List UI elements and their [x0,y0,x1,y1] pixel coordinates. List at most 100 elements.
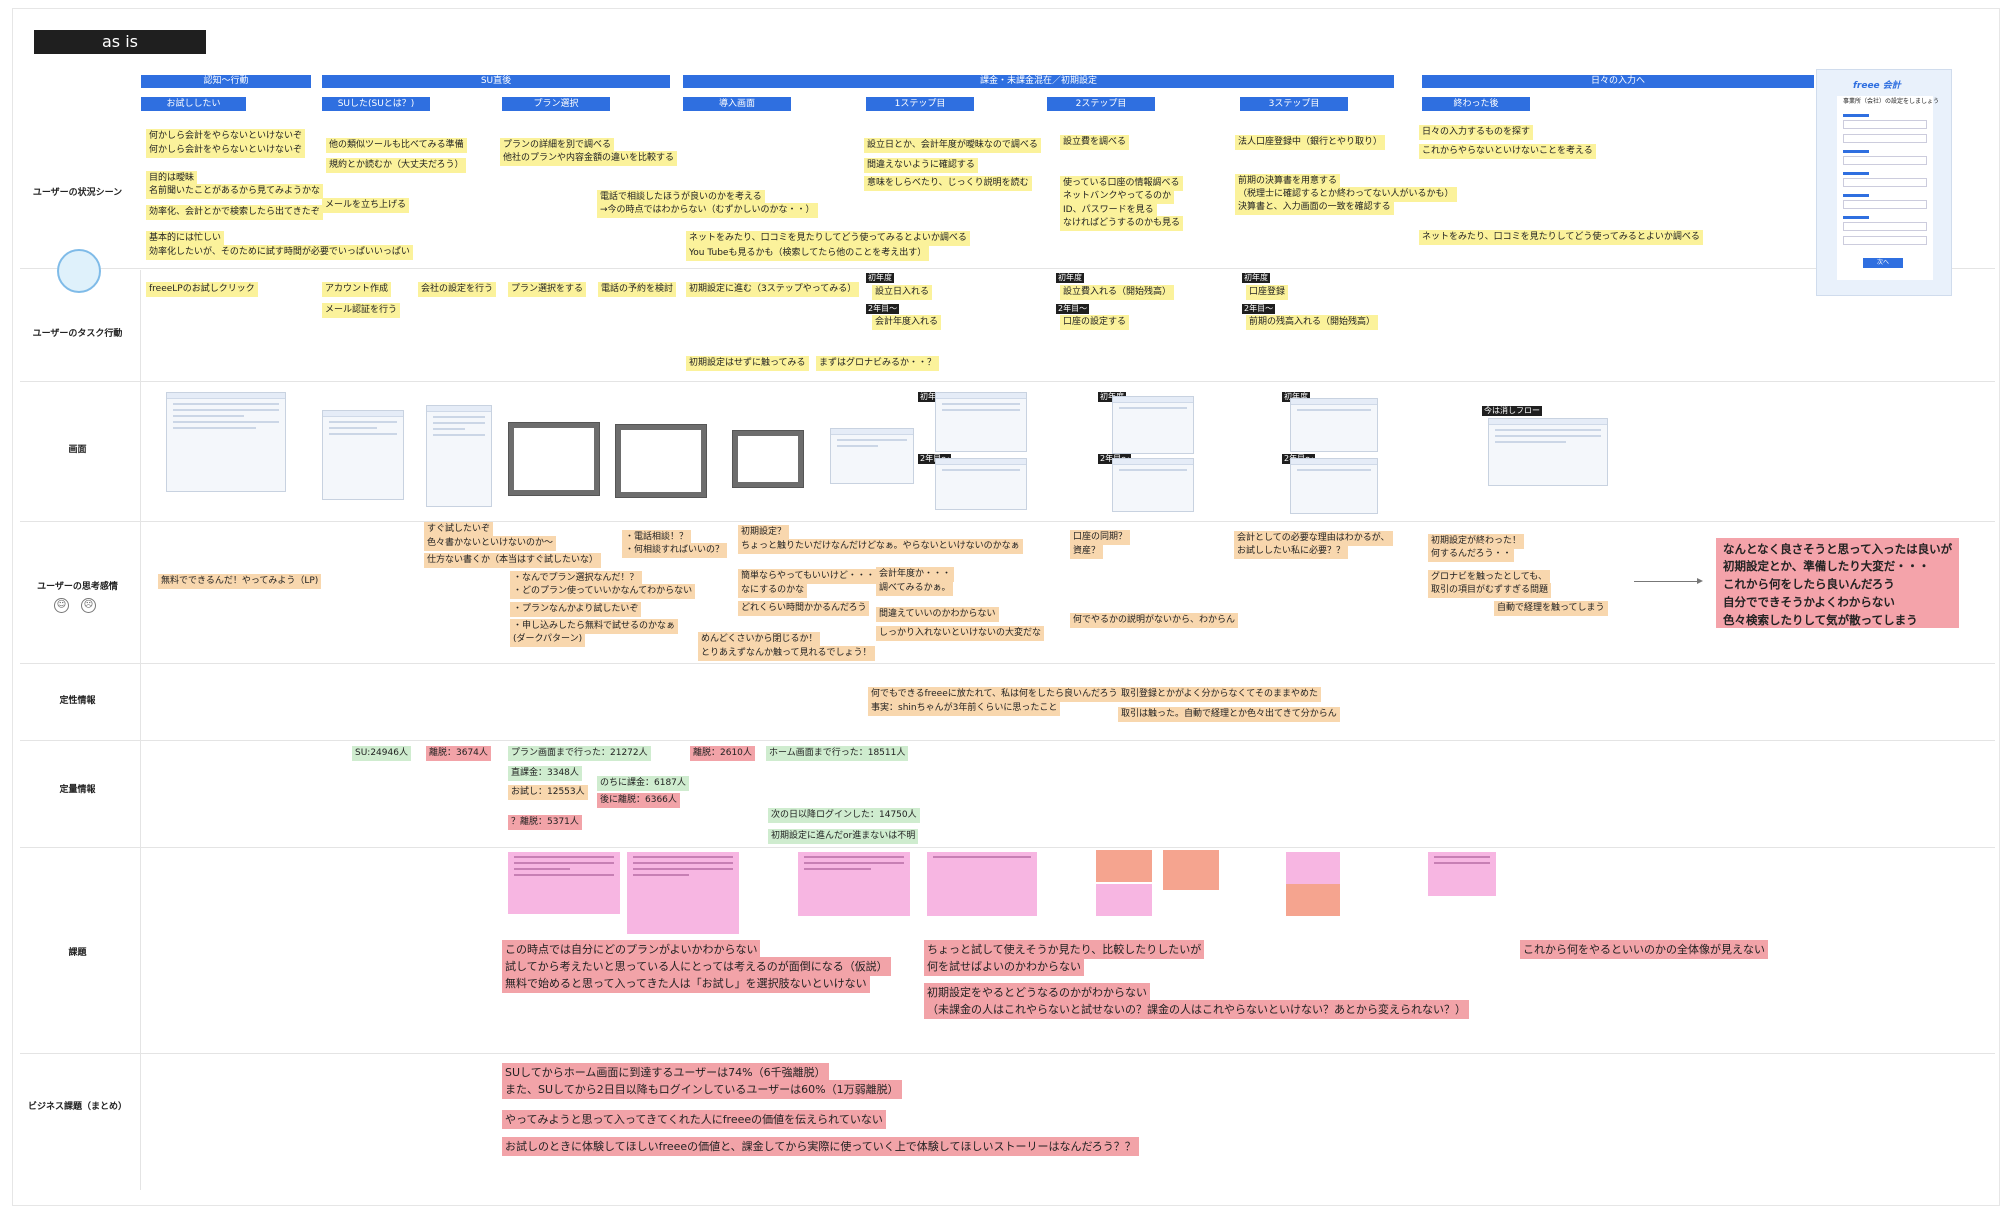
row-label-thinking: ユーザーの思考感情 [37,582,118,592]
row-label-situation: ユーザーの状況シーン [32,188,123,198]
sticky-note: メール認証を行う [322,303,401,318]
form-label [1843,114,1869,117]
issue-note: （未課金の人はこれやらないと試せないの？課金の人はこれやらないといけない？あとか… [924,1000,1469,1019]
sticky-note: ・申し込みしたら無料で試せるのかなぁ [510,619,679,634]
sticky-note: お試ししたい私に必要？？ [1234,544,1349,559]
issue-note: この時点では自分にどのプランがよいかわからない [502,940,761,959]
sticky-note: 前期の残高入れる（開始残高） [1246,315,1379,330]
year-badge: 初年度 [866,273,894,283]
issue-note: ちょっと試して使えそうか見たり、比較したりしたいが [924,940,1205,959]
sticky-note: 何するんだろう・・ [1428,547,1515,562]
sticky-note: プラン選択をする [508,282,587,297]
freee-logo: freee 会計 [1853,81,1901,91]
sticky-note: 効率化したいが、そのために試す時間が必要でいっぱいいっぱい [146,245,413,260]
row-divider [20,268,1995,269]
screenshot-step2b [1112,458,1194,512]
sticky-note: 初期設定が終わった！ [1428,534,1525,549]
sticky-note: 前期の決算書を用意する [1235,174,1341,189]
row-label-task: ユーザーのタスク行動 [32,329,123,339]
sticky-note: 基本的には忙しい [146,231,225,246]
form-field[interactable] [1843,178,1927,187]
sticky-note: 初期設定とか、準備したり大変だ・・・ [1723,559,1930,573]
row-label-issues: 課題 [68,948,87,958]
sticky-note: 設立日とか、会計年度が曖昧なので調べる [864,138,1041,153]
form-field[interactable] [1843,134,1927,143]
screenshot-lp [166,392,286,492]
metric-note: プラン画面まで行った：21272人 [508,746,651,761]
form-field[interactable] [1843,236,1927,245]
form-field[interactable] [1843,222,1927,231]
year-badge: 2年目〜 [1056,304,1090,314]
page-title: as is [34,30,206,54]
row-divider [20,663,1995,664]
sticky-note: ・電話相談！？ [622,530,692,545]
row-label-screen: 画面 [68,445,87,455]
sticky-note: 初期設定はせずに触ってみる [686,356,809,371]
sticky-note: 電話の予約を検討 [598,282,677,297]
metric-note: 後に離脱：6366人 [597,793,680,808]
sticky-note: とりあえずなんか触って見れるでしょう！ [698,646,875,661]
sticky-note: 口座の設定する [1060,315,1130,330]
sticky-note: 会計年度か・・・ [876,567,955,582]
form-field[interactable] [1843,200,1927,209]
sticky-note: 名前聞いたことがあるから見てみようかな [146,184,324,199]
metric-note: 初期設定に進んだor進まないは不明 [768,829,919,844]
sticky-note: 使っている口座の情報調べる [1060,176,1183,191]
business-issue-note: やってみようと思って入ってきてくれた人にfreeeの価値を伝えられていない [502,1110,886,1129]
sticky-note: 設立費入れる（開始残高） [1060,285,1175,300]
row-divider [20,740,1995,741]
issue-note: 試してから考えたいと思っている人にとっては考えるのが面倒になる（仮説） [502,957,891,976]
orange-sticky [1286,884,1340,916]
issue-note: 無料で始めると思って入ってきた人は「お試し」を選択肢ないといけない [502,974,870,993]
next-button[interactable]: 次へ [1863,258,1903,268]
form-field[interactable] [1843,120,1927,129]
sticky-note: プランの詳細を別で調べる [500,138,615,153]
sticky-note: これからやらないといけないことを考える [1419,144,1596,159]
form-label [1843,194,1869,197]
sticky-note: メールを立ち上げる [322,198,410,213]
sticky-note: アカウント作成 [322,282,392,297]
screenshot-signup [322,410,404,500]
sticky-note: 電話で相談したほうが良いのかを考える [597,190,765,205]
year-badge: 2年目〜 [918,454,952,464]
year-badge: 初年度 [1282,392,1310,402]
screenshot-step1 [935,392,1027,452]
business-issue-note: お試しのときに体験してほしいfreeeの価値と、課金してから実際に使っていく上で… [502,1137,1139,1156]
sticky-note: 初期設定に進む（3ステップやってみる） [686,282,860,297]
screenshot-step3b [1290,458,1378,514]
sticky-note: ・なんでプラン選択なんだ！？ [510,571,642,586]
sticky-note: ID、パスワードを見る [1060,203,1157,218]
sticky-note: 口座登録 [1246,285,1289,300]
sticky-note: 自動で経理を触ってしまう [1494,601,1608,616]
sad-face-icon: ☹ [81,598,96,613]
screenshot-home [1488,418,1608,486]
sticky-note: なにするのかな [738,583,808,598]
metric-note: 直課金：3348人 [508,766,582,781]
stage-header: 終わった後 [1422,97,1530,111]
sticky-note: これから何をしたら良いんだろう [1723,577,1895,591]
row-label-qualitative: 定性情報 [59,696,96,706]
stage-header: 導入画面 [683,97,791,111]
pink-sticky [508,852,620,914]
sticky-note: 間違えていいのかわからない [876,607,999,622]
smile-face-icon: ☺ [54,598,69,613]
form-label [1843,216,1869,219]
metric-note: ホーム画面まで行った：18511人 [766,746,909,761]
sticky-note: You Tubeも見るかも（検索してたら他のことを考え出す） [686,246,930,261]
year-badge: 初年度 [1056,273,1084,283]
user-avatar [57,249,101,293]
pink-sticky [1286,852,1340,884]
pink-sticky [627,852,739,934]
form-field[interactable] [1843,156,1927,165]
sticky-note: 会計年度入れる [872,315,942,330]
sticky-note: 仕方ない書くか（本当はすぐ試したいな） [424,553,602,568]
metric-note: ？離脱：5371人 [508,815,582,830]
sticky-note: 他社のプランや内容金額の違いを比較する [500,151,678,166]
arrow-head-icon [1697,578,1703,584]
year-badge: 2年目〜 [1242,304,1276,314]
sticky-note: 調べてみるかぁ。 [876,581,954,596]
sticky-note: 事実：shinちゃんが3年前くらいに思ったこと [868,701,1061,716]
sticky-note: 資産？ [1070,544,1104,559]
screenshot-step0 [830,428,914,484]
year-badge: 2年目〜 [866,304,900,314]
